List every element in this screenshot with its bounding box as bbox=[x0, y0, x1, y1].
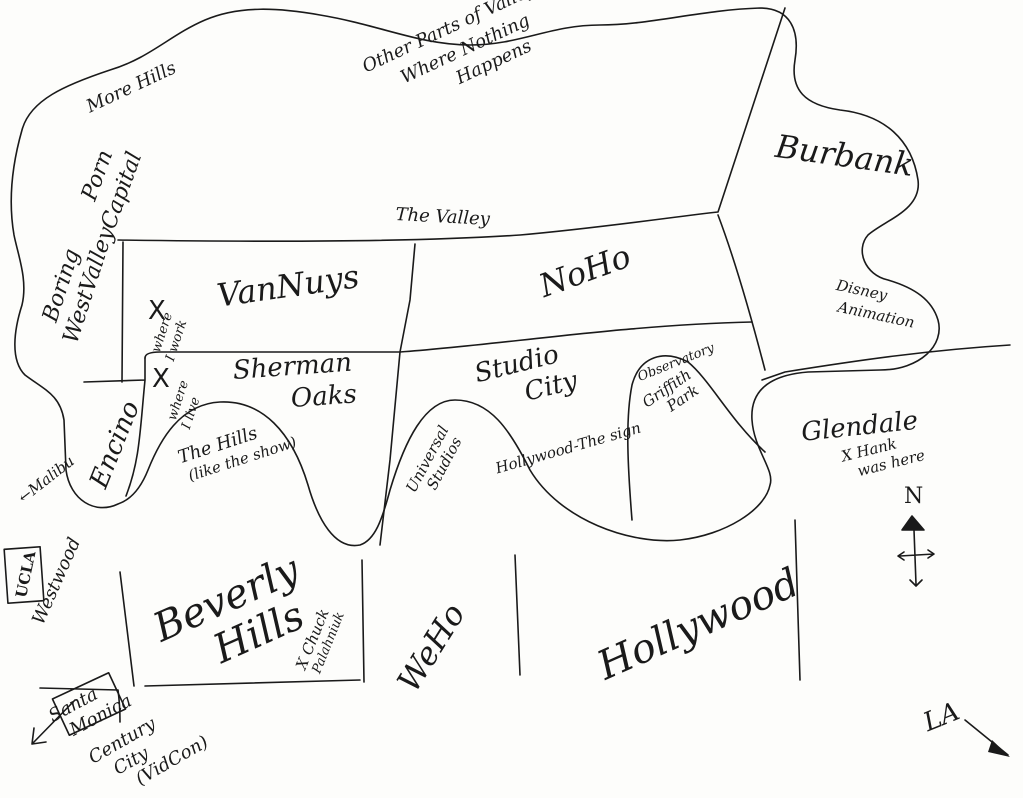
live-x-marker: X bbox=[152, 364, 170, 394]
santa-monica-line bbox=[39, 687, 121, 723]
ucla-box bbox=[3, 546, 45, 604]
noho-right-edge bbox=[717, 214, 766, 371]
compass-rose-icon bbox=[897, 515, 935, 587]
encino-boundary bbox=[83, 357, 146, 497]
beverly-hills-right bbox=[361, 559, 365, 683]
the-valley-boundary bbox=[117, 7, 786, 242]
north-label: N bbox=[904, 484, 924, 509]
work-x-marker: X bbox=[148, 296, 166, 326]
griffith-park-boundary bbox=[627, 355, 766, 521]
arrow-southeast-icon bbox=[964, 719, 1010, 757]
sherman-oaks-label: Sherman Oaks bbox=[231, 347, 358, 414]
valley-outer-boundary bbox=[10, 7, 940, 547]
hollywood-glendale-line bbox=[794, 519, 801, 681]
van-nuys-left-edge bbox=[121, 241, 124, 383]
weho-hollywood-divider bbox=[514, 554, 521, 676]
arrow-southwest-icon bbox=[31, 699, 76, 745]
the-valley-label: The Valley bbox=[395, 204, 491, 230]
glendale-boundary bbox=[761, 344, 1011, 381]
sherman-line: Sherman bbox=[231, 347, 353, 386]
sherman-oaks-top-line bbox=[144, 321, 753, 359]
beverly-hills-left bbox=[119, 571, 135, 687]
santa-monica-box bbox=[51, 671, 127, 737]
beverly-hills-bottom bbox=[144, 679, 361, 687]
